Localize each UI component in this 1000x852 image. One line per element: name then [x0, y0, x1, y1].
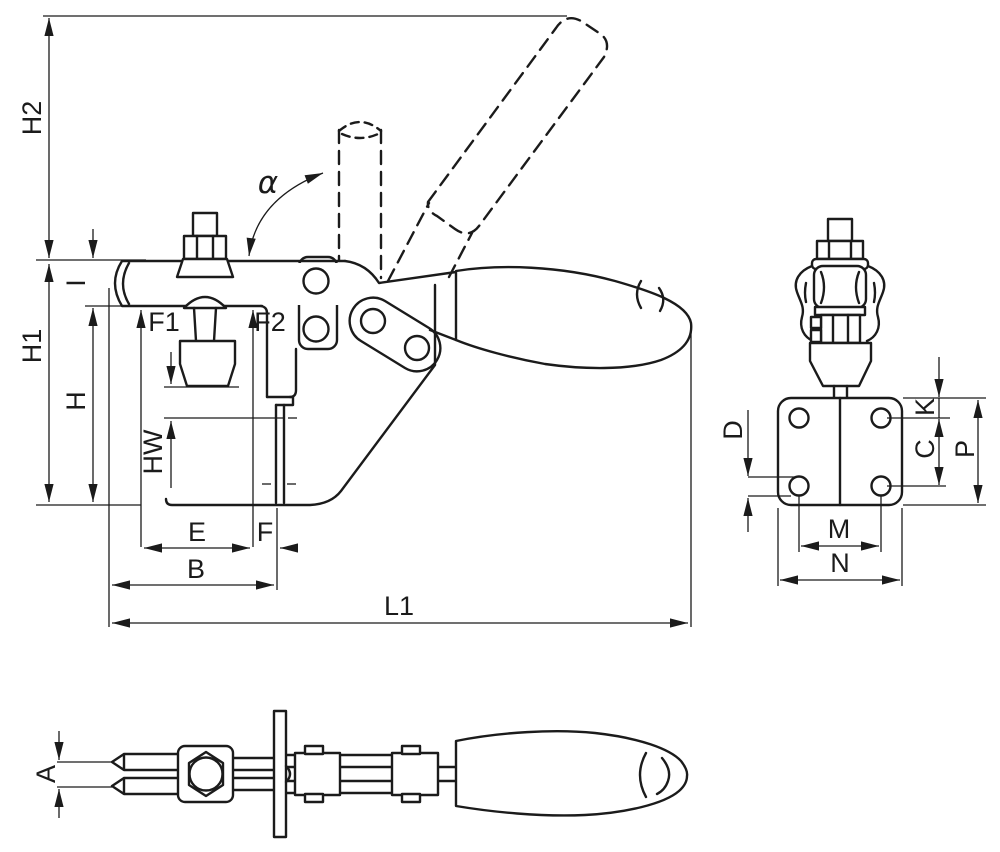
side-view-dimensions [743, 357, 986, 586]
stem-front [832, 384, 849, 400]
grip-mark [655, 756, 671, 796]
base-foot-gusset [164, 283, 437, 507]
spindle-collar [175, 257, 235, 279]
side-view-labels: D K C P M N [718, 398, 980, 578]
handle-grip [454, 265, 693, 370]
spindle-hole-top [188, 756, 224, 792]
spindle-bolt-tip [191, 211, 219, 238]
dim-label-e: E [188, 517, 206, 547]
handle-bar-top [343, 259, 458, 285]
link-plate-top [390, 751, 440, 797]
dim-label-f2: F2 [254, 307, 286, 337]
swivel-tab [809, 315, 823, 330]
spindle-foot-pad [178, 339, 237, 388]
side-view: D K C P M N [718, 217, 986, 586]
bottom-view: A [31, 709, 689, 839]
main-view-labels: H2 H1 H I HW F1 F2 α E F B L1 [17, 101, 414, 621]
dim-label-a: A [31, 765, 61, 783]
dim-label-b: B [187, 554, 205, 584]
dim-label-k: K [910, 398, 940, 416]
bottom-view-dimensions [54, 731, 112, 818]
link-tab [303, 792, 325, 804]
dim-label-m: M [828, 514, 851, 544]
spindle-hex-nut [182, 234, 228, 261]
link-rivet [403, 334, 431, 362]
fork-prong [110, 776, 184, 796]
dim-label-alpha: α [258, 165, 278, 201]
open-handle-shaft [386, 201, 474, 283]
dim-label-h1: H1 [17, 329, 47, 364]
main-view-geometry [113, 17, 693, 507]
dim-label-i: I [61, 279, 91, 287]
handle-grip-top [454, 730, 689, 817]
dim-label-c: C [910, 439, 940, 459]
grip-mark [638, 751, 648, 799]
rivet [302, 267, 330, 295]
spindle-bolt-tip-front [826, 217, 854, 243]
arm-end-cap [121, 261, 131, 306]
bottom-view-labels: A [31, 765, 61, 783]
link-plate-top [293, 751, 342, 797]
spindle-hex-nut-front [815, 239, 865, 261]
mounting-hole [788, 475, 810, 497]
grip-mark [635, 279, 643, 310]
dim-label-f: F [257, 517, 274, 547]
link-rivet [359, 307, 387, 335]
swivel-tab [809, 328, 823, 344]
spindle-shaft [192, 306, 218, 343]
open-position-phantom [337, 17, 609, 283]
alpha-arc [246, 172, 324, 257]
base-plate-edge-top [272, 709, 288, 839]
dim-label-h2: H2 [17, 101, 47, 136]
arm-front-right-wing [865, 264, 886, 343]
link-plate [348, 296, 442, 373]
spindle-nut-block-top [176, 744, 235, 804]
fork-prong [110, 752, 184, 772]
rivet [302, 315, 330, 343]
dim-label-l1: L1 [384, 591, 414, 621]
arm-front-left-wing [794, 264, 815, 343]
dim-label-f1: F1 [148, 307, 180, 337]
spindle-dome [182, 295, 228, 310]
dim-label-n: N [830, 548, 850, 578]
main-view: H2 H1 H I HW F1 F2 α E F B L1 [17, 15, 693, 628]
grip-mark [657, 286, 665, 313]
dim-label-p: P [950, 440, 980, 458]
handle-bar-bottom [428, 328, 458, 342]
mounting-hole [788, 407, 810, 429]
foot-pad-front [808, 341, 873, 388]
open-handle-grip [426, 17, 609, 235]
link-tab [400, 744, 422, 756]
side-view-geometry [776, 217, 904, 507]
hex-nut-top [187, 750, 225, 798]
swivel-block [819, 313, 862, 345]
bottom-view-geometry [110, 709, 689, 839]
open-spindle [337, 128, 383, 280]
main-view-dimensions [36, 15, 692, 628]
link-tab [303, 744, 325, 756]
link-tab [400, 792, 422, 804]
dim-label-hw: HW [138, 429, 168, 474]
dim-label-h: H [61, 391, 91, 411]
dim-label-d: D [718, 420, 748, 440]
